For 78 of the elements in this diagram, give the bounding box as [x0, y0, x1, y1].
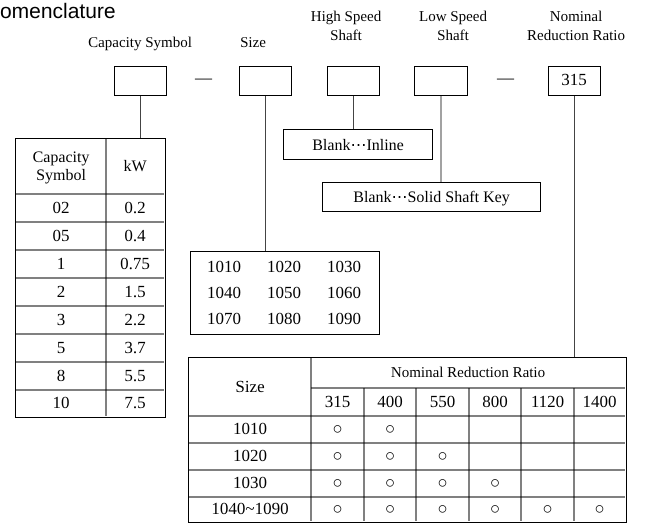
size-value: 1030 — [327, 258, 361, 276]
column-header: Size — [235, 378, 265, 396]
field-heading: Nominal Reduction Ratio — [526, 8, 626, 46]
capacity-symbol: 1 — [56, 254, 66, 274]
connector-line — [574, 96, 575, 358]
connector-line — [140, 96, 141, 138]
code-box — [548, 66, 601, 96]
availability-mark: ○ — [594, 500, 605, 518]
size-value: 1060 — [327, 284, 361, 302]
availability-mark: ○ — [384, 500, 396, 518]
code-box — [114, 66, 167, 96]
size-value: 1010 — [207, 258, 241, 276]
power-value: 7.5 — [124, 394, 146, 412]
availability-mark: ○ — [384, 447, 396, 466]
availability-mark: ○ — [384, 420, 396, 439]
availability-mark: ○ — [437, 500, 448, 518]
capacity-symbol: 3 — [56, 310, 66, 330]
size-value: 1080 — [267, 310, 301, 328]
field-heading: Capacity Symbol — [87, 34, 193, 53]
ratio-value: 400 — [377, 392, 403, 412]
size-value: 1070 — [207, 310, 241, 328]
ratio-value: 1400 — [582, 392, 616, 412]
ratio-table — [188, 357, 627, 523]
capacity-symbol: 2 — [56, 282, 66, 302]
size-value: 1050 — [267, 284, 301, 302]
dash-separator: — — [195, 68, 212, 88]
availability-mark: ○ — [542, 500, 553, 518]
capacity-symbol: 8 — [56, 366, 66, 386]
availability-mark: ○ — [437, 474, 448, 493]
size-value: 1040 — [207, 284, 241, 302]
capacity-symbol: 02 — [52, 198, 70, 218]
ratio-code: 315 — [561, 71, 587, 90]
size-value: 1020 — [233, 447, 267, 466]
size-value: 1090 — [327, 310, 361, 328]
connector-line — [440, 96, 442, 182]
power-value: 1.5 — [124, 282, 146, 302]
diagram-title: omenclature — [0, 0, 116, 24]
capacity-symbol: 5 — [56, 338, 66, 358]
ratio-value: 800 — [482, 392, 508, 412]
size-value: 1020 — [267, 258, 301, 276]
size-value: 1010 — [233, 420, 267, 439]
power-value: 0.2 — [124, 198, 146, 218]
availability-mark: ○ — [490, 500, 500, 518]
column-header: Capacity Symbol — [32, 148, 90, 184]
power-value: 2.2 — [124, 310, 146, 330]
connector-line — [265, 96, 266, 252]
availability-mark: ○ — [332, 474, 343, 493]
availability-mark: ○ — [332, 500, 343, 518]
capacity-symbol: 05 — [52, 226, 70, 246]
column-header: Nominal Reduction Ratio — [390, 364, 546, 382]
availability-mark: ○ — [384, 474, 396, 493]
code-box — [239, 66, 292, 96]
field-heading: Size — [239, 34, 267, 53]
column-header: kW — [123, 158, 147, 176]
power-value: 5.5 — [124, 366, 146, 386]
field-heading: Low Speed Shaft — [418, 8, 488, 46]
ratio-value: 1120 — [530, 392, 564, 412]
capacity-table — [15, 138, 166, 418]
code-box — [327, 66, 380, 96]
size-value: 1040~1090 — [211, 500, 289, 518]
ratio-value: 550 — [430, 392, 456, 412]
availability-mark: ○ — [490, 474, 500, 493]
connector-line — [353, 96, 354, 130]
availability-mark: ○ — [332, 447, 343, 466]
availability-mark: ○ — [437, 447, 448, 466]
field-heading: High Speed Shaft — [310, 8, 382, 46]
ratio-value: 315 — [324, 392, 350, 412]
option-note: Blank⋯Solid Shaft Key — [322, 182, 541, 212]
power-value: 0.75 — [120, 254, 150, 274]
size-list-box — [190, 251, 380, 335]
size-value: 1030 — [233, 474, 267, 493]
dash-separator: — — [497, 68, 514, 88]
option-note: Blank⋯Inline — [283, 129, 433, 160]
capacity-symbol: 10 — [52, 394, 70, 412]
availability-mark: ○ — [332, 420, 343, 439]
power-value: 3.7 — [124, 338, 146, 358]
power-value: 0.4 — [124, 226, 146, 246]
code-box — [414, 66, 468, 96]
